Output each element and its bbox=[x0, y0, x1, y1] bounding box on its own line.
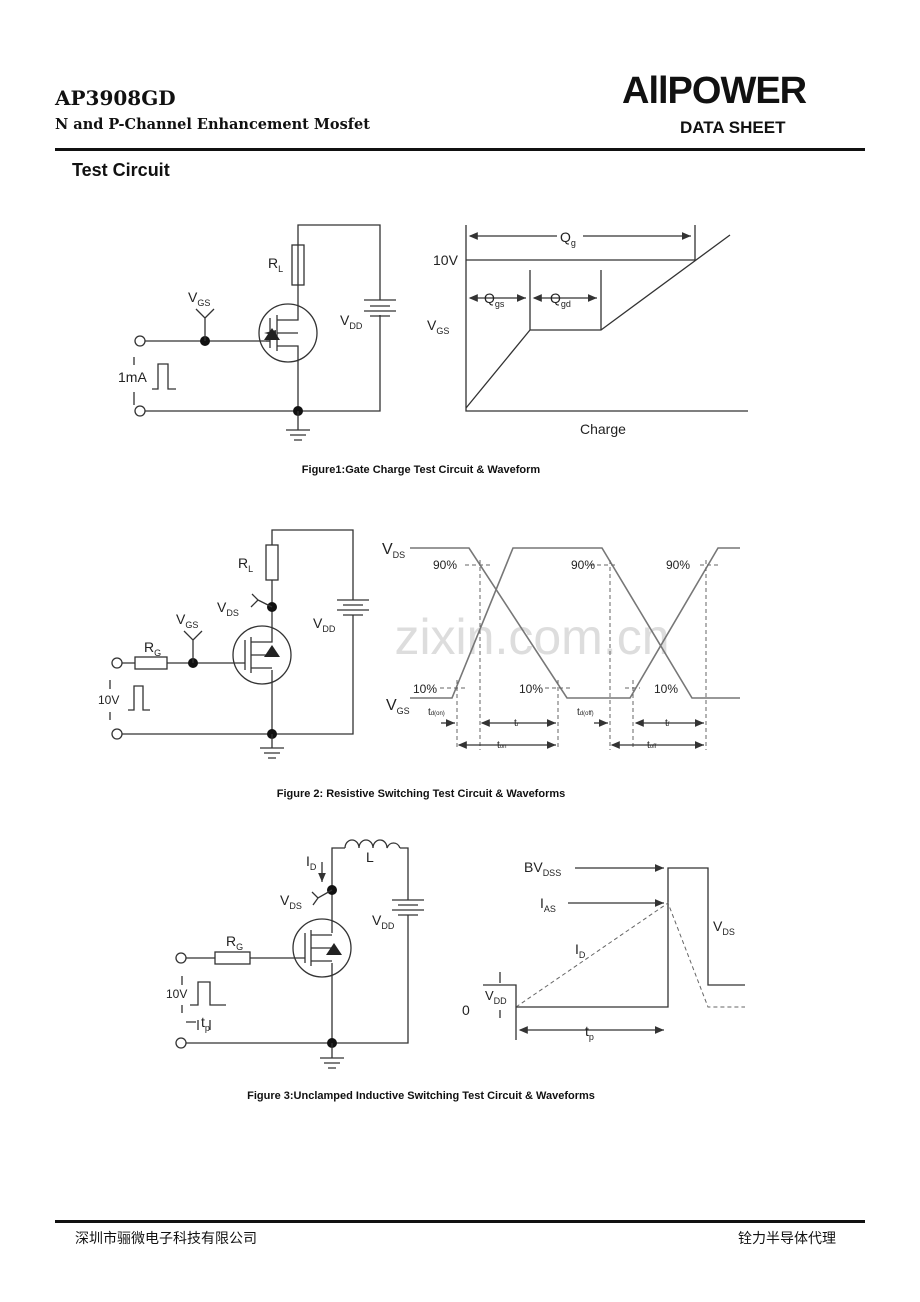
qg-label-background bbox=[557, 228, 583, 246]
figure2-caption: Figure 2: Resistive Switching Test Circu… bbox=[277, 788, 566, 800]
svg-text:VGS: VGS bbox=[176, 611, 198, 630]
svg-text:10%: 10% bbox=[654, 682, 678, 696]
svg-text:VDD: VDD bbox=[313, 615, 336, 634]
svg-text:IAS: IAS bbox=[540, 895, 556, 914]
svg-text:VDS: VDS bbox=[382, 541, 405, 560]
svg-text:VGS: VGS bbox=[386, 697, 410, 716]
svg-text:tr: tr bbox=[514, 718, 519, 729]
fig2-switching-waveform: zixin.com.cn VDS VGS 90% 90% 90% 10% 10%… bbox=[382, 541, 740, 751]
footer-company: 深圳市骊微电子科技有限公司 bbox=[75, 1230, 257, 1246]
svg-text:tp: tp bbox=[585, 1023, 594, 1042]
part-subtitle: N and P-Channel Enhancement Mosfet bbox=[55, 116, 370, 133]
svg-text:ID: ID bbox=[306, 853, 317, 872]
fig3-circuit: ID L VDS VDD RG 10V tp bbox=[166, 839, 424, 1069]
doc-type: DATA SHEET bbox=[680, 118, 786, 137]
header-divider bbox=[55, 148, 865, 151]
svg-text:RG: RG bbox=[144, 639, 161, 658]
brand-logo: AllPOWER bbox=[622, 70, 807, 112]
section-title: Test Circuit bbox=[72, 160, 170, 180]
svg-text:VDS: VDS bbox=[280, 892, 302, 911]
svg-text:10V: 10V bbox=[98, 693, 119, 707]
mosfet-symbol bbox=[258, 303, 318, 363]
svg-text:tf: tf bbox=[665, 718, 670, 729]
svg-text:BVDSS: BVDSS bbox=[524, 859, 561, 878]
svg-text:90%: 90% bbox=[433, 558, 457, 572]
svg-text:RL: RL bbox=[238, 555, 253, 574]
svg-text:VDD: VDD bbox=[340, 312, 363, 331]
figure3-caption: Figure 3:Unclamped Inductive Switching T… bbox=[247, 1090, 595, 1102]
svg-text:10V: 10V bbox=[433, 252, 459, 268]
footer-agent: 铨力半导体代理 bbox=[738, 1230, 836, 1246]
svg-text:VGS: VGS bbox=[427, 317, 449, 336]
svg-text:Charge: Charge bbox=[580, 421, 626, 437]
svg-text:RL: RL bbox=[268, 255, 283, 274]
svg-text:0: 0 bbox=[462, 1002, 470, 1018]
svg-text:VDD: VDD bbox=[372, 912, 395, 931]
fig1-circuit: RL VGS VDD 1mA bbox=[118, 224, 396, 441]
svg-text:td(off): td(off) bbox=[577, 707, 594, 718]
svg-text:VDS: VDS bbox=[217, 599, 239, 618]
fig1-gate-charge-waveform: 10V Qg Qgs Qgd VGS Charge bbox=[427, 225, 748, 437]
svg-text:Qgd: Qgd bbox=[550, 290, 571, 309]
svg-text:Qgs: Qgs bbox=[484, 290, 505, 309]
svg-text:td(on): td(on) bbox=[428, 707, 445, 718]
svg-text:toff: toff bbox=[647, 740, 657, 751]
svg-text:RG: RG bbox=[226, 933, 243, 952]
svg-text:10V: 10V bbox=[166, 987, 187, 1001]
part-number: AP3908GD bbox=[55, 86, 176, 110]
svg-text:Qg: Qg bbox=[560, 229, 576, 248]
svg-text:VDD: VDD bbox=[485, 988, 507, 1006]
svg-text:VGS: VGS bbox=[188, 289, 210, 308]
svg-text:ID: ID bbox=[575, 941, 586, 960]
svg-text:10%: 10% bbox=[519, 682, 543, 696]
fig2-circuit: RL RG VGS VDS VDD 10V bbox=[98, 529, 369, 759]
figure1-caption: Figure1:Gate Charge Test Circuit & Wavef… bbox=[302, 464, 541, 476]
svg-text:tp: tp bbox=[201, 1014, 210, 1033]
watermark: zixin.com.cn bbox=[394, 609, 669, 665]
svg-text:VDS: VDS bbox=[713, 918, 735, 937]
footer-divider bbox=[55, 1220, 865, 1223]
svg-text:10%: 10% bbox=[413, 682, 437, 696]
svg-text:ton: ton bbox=[497, 740, 506, 751]
svg-text:90%: 90% bbox=[666, 558, 690, 572]
svg-text:1mA: 1mA bbox=[118, 369, 147, 385]
svg-text:90%: 90% bbox=[571, 558, 595, 572]
fig3-uis-waveform: BVDSS IAS ID VDS VDD 0 tp bbox=[462, 859, 745, 1042]
svg-text:L: L bbox=[366, 849, 374, 865]
